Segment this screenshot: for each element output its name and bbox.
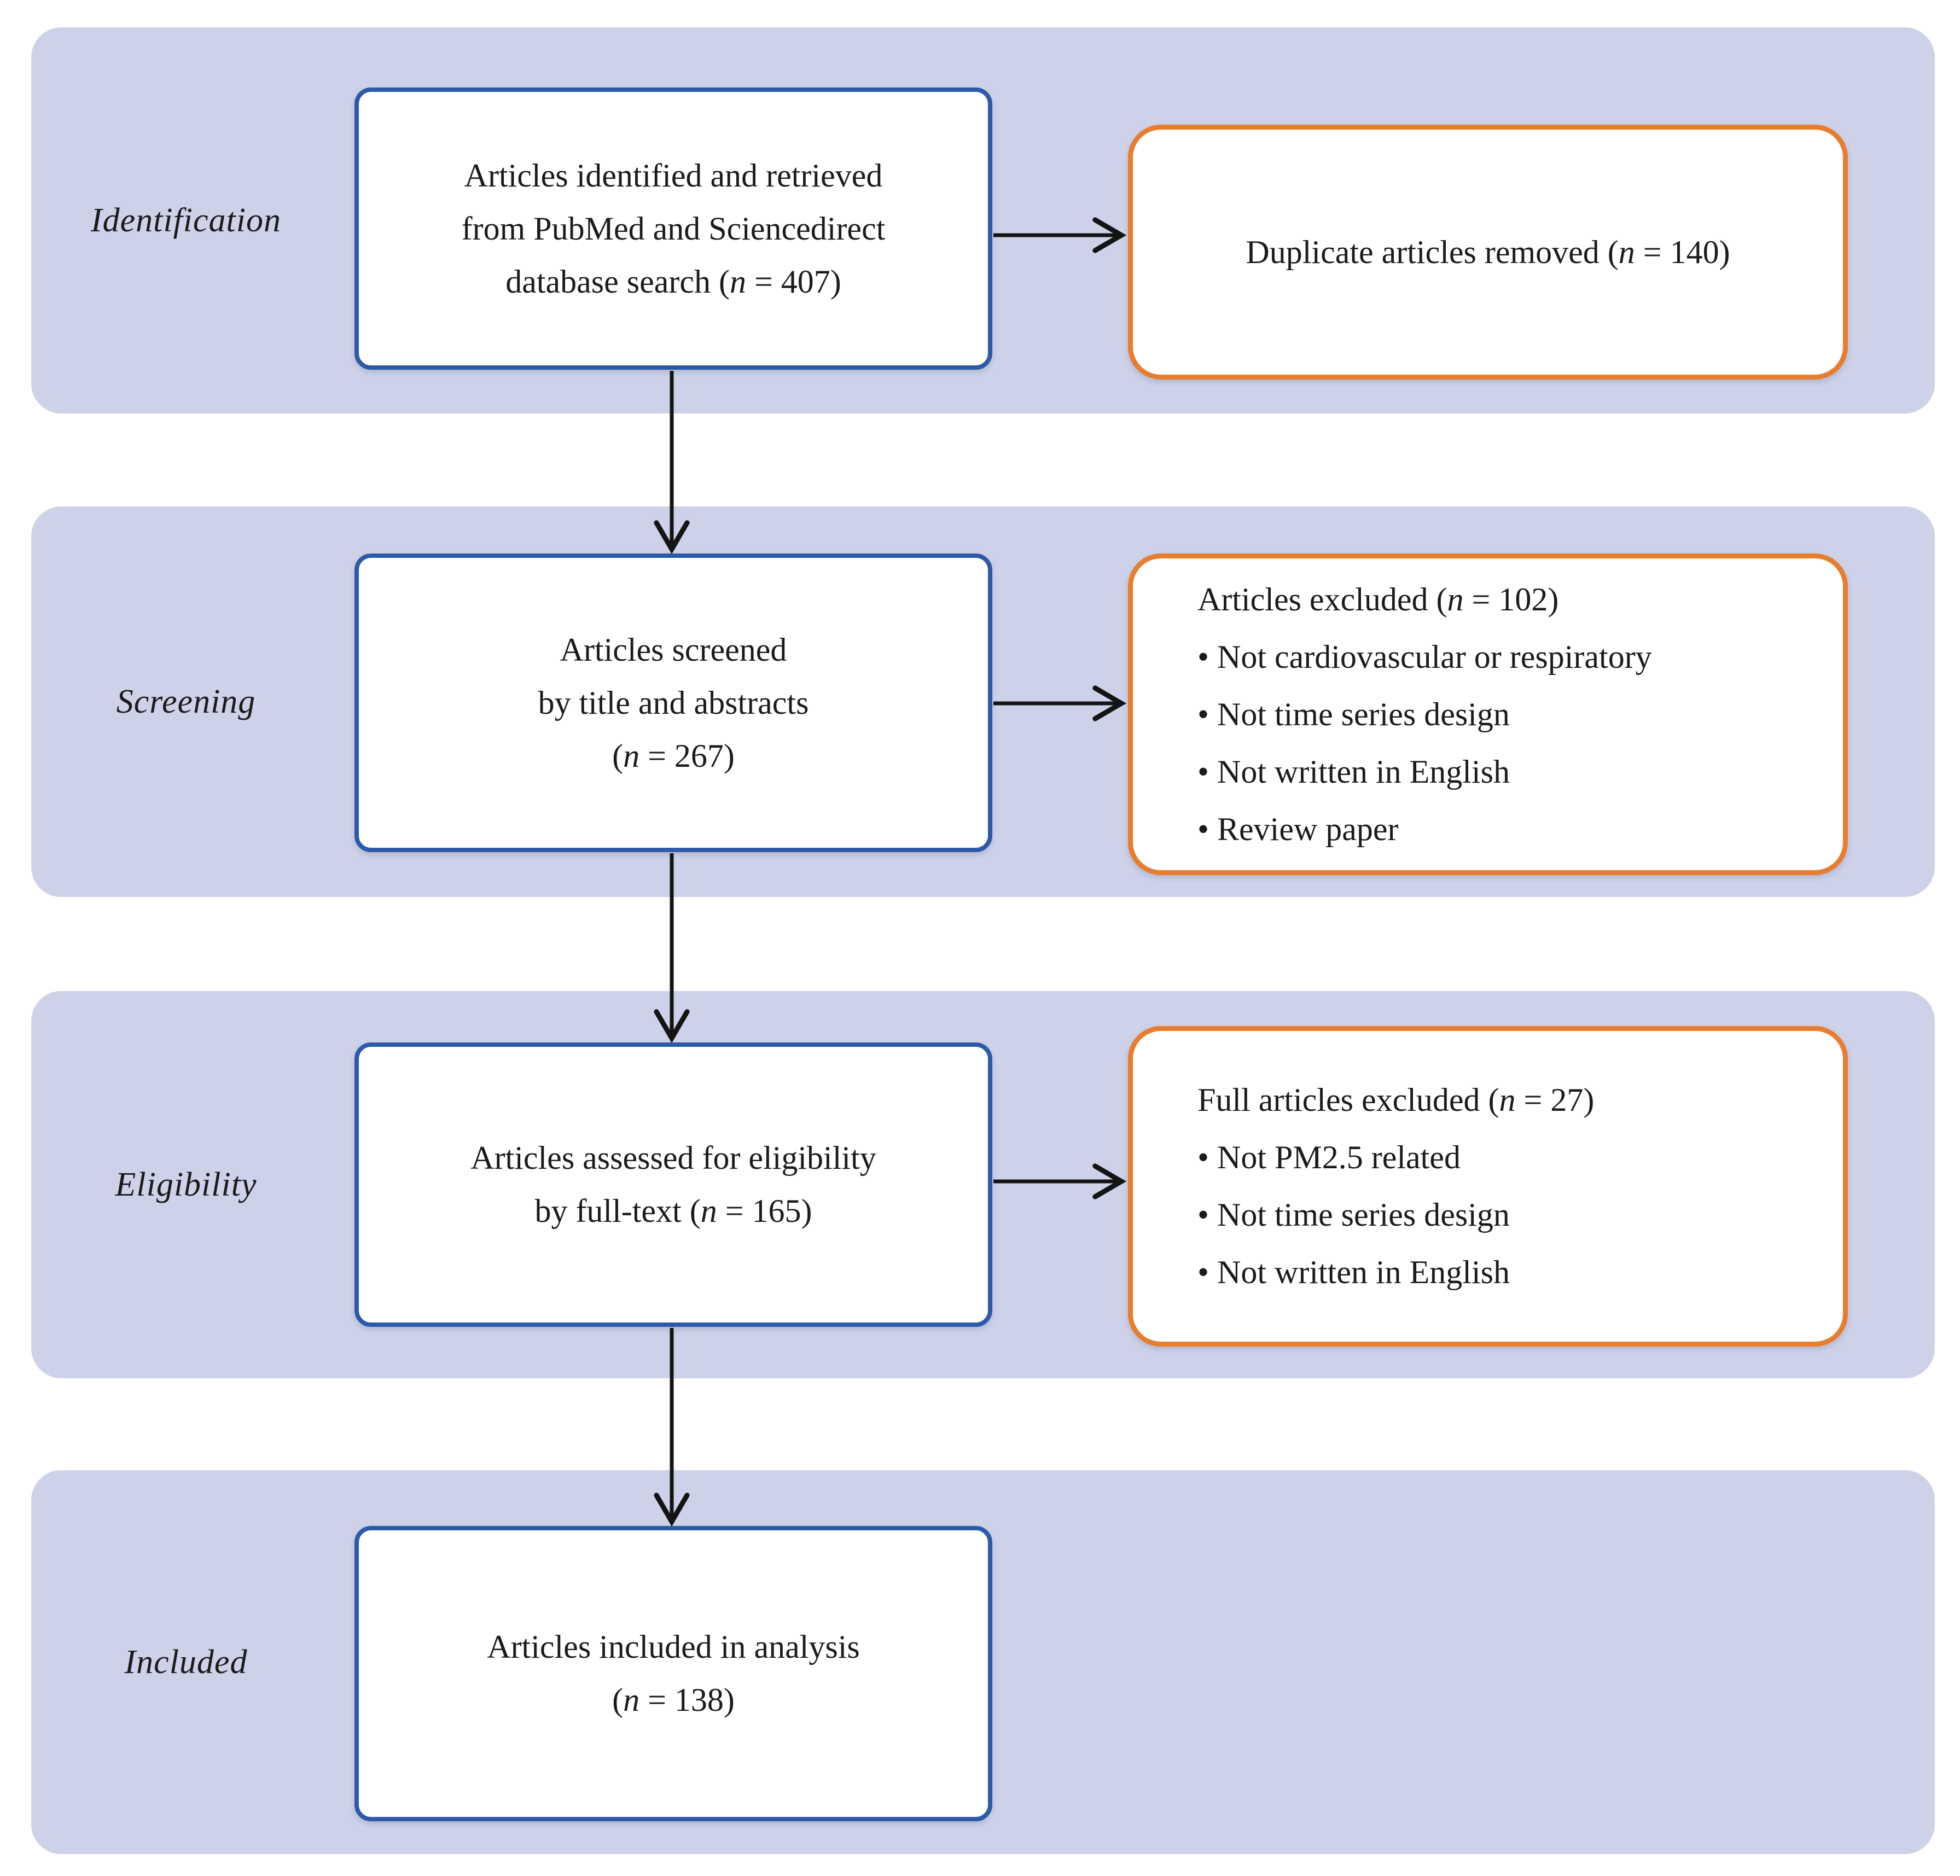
text-line: database search (n = 407) — [505, 263, 841, 300]
text-line: (n = 267) — [612, 737, 735, 774]
text-line: • Not PM2.5 related — [1197, 1139, 1461, 1175]
text-line: Articles screened — [560, 631, 787, 668]
stage-label-screening: Screening — [116, 683, 256, 720]
text-line: • Not written in English — [1197, 1254, 1510, 1290]
text-line: Articles excluded (n = 102) — [1197, 581, 1559, 617]
text-line: • Not time series design — [1197, 696, 1510, 732]
text-line: Articles included in analysis — [487, 1629, 860, 1665]
text-line: • Not time series design — [1197, 1197, 1510, 1233]
flow-box-eligibility: Articles assessed for eligibility by full… — [354, 1042, 992, 1327]
text-line: • Review paper — [1197, 811, 1399, 847]
flow-box-identified: Articles identified and retrieved from Pu… — [354, 88, 992, 370]
text-line: by title and abstracts — [538, 684, 809, 721]
exclusion-box-screening: Articles excluded (n = 102) • Not cardiov… — [1128, 554, 1848, 875]
text-line: from PubMed and Sciencedirect — [461, 210, 886, 247]
text-line: Full articles excluded (n = 27) — [1197, 1082, 1595, 1118]
text-line: Duplicate articles removed (n = 140) — [1246, 234, 1730, 270]
text-line: Articles identified and retrieved — [464, 157, 883, 194]
exclusion-box-duplicates: Duplicate articles removed (n = 140) — [1128, 125, 1848, 380]
text-line: • Not written in English — [1197, 753, 1510, 790]
stage-label-identification: Identification — [90, 201, 282, 239]
text-line: Articles assessed for eligibility — [470, 1140, 876, 1176]
text-line: • Not cardiovascular or respiratory — [1197, 638, 1652, 675]
stage-label-included: Included — [124, 1643, 248, 1681]
flow-box-screened: Articles screened by title and abstracts (… — [354, 554, 992, 852]
stage-label-eligibility: Eligibility — [115, 1166, 257, 1203]
exclusion-box-fulltext: Full articles excluded (n = 27) • Not PM2… — [1128, 1026, 1848, 1347]
text-line: by full-text (n = 165) — [534, 1193, 812, 1229]
flow-box-included: Articles included in analysis (n = 138) — [354, 1526, 992, 1821]
text-line: (n = 138) — [612, 1682, 735, 1718]
